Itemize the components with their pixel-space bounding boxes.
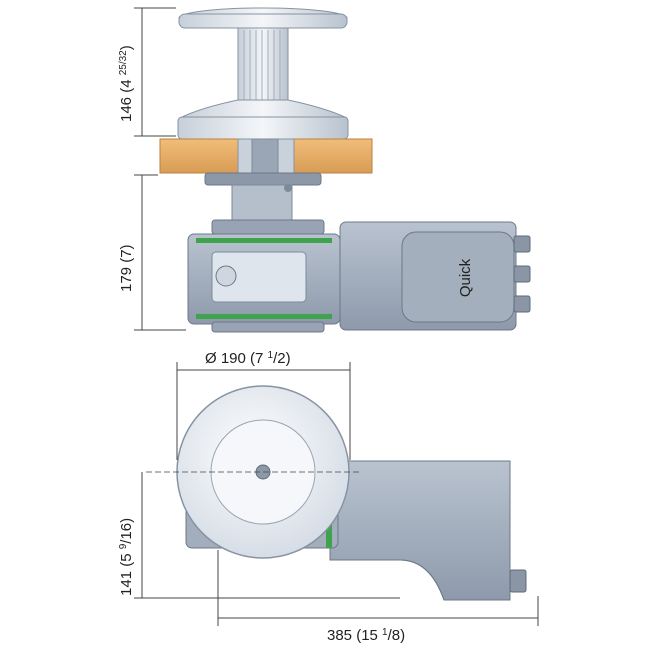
- dimension-lines: [134, 7, 539, 626]
- gearbox-top-plate: [211, 219, 325, 235]
- side-view: Quick: [159, 7, 531, 333]
- neck-bolt-icon: [284, 184, 292, 192]
- cable-gland-3: [513, 295, 531, 313]
- gearbox-neck: [231, 184, 293, 222]
- gearbox-bottom-plate: [211, 321, 325, 333]
- gearbox-green-seal-bottom: [196, 314, 332, 319]
- capstan-top-rim: [178, 13, 348, 29]
- deck-shaft-core: [251, 138, 279, 174]
- cable-gland-1: [513, 235, 531, 253]
- dim-length: 385 (15 1/8): [327, 627, 405, 644]
- dim-top-height: 146 (4 25/32): [118, 45, 135, 122]
- deck-wood-left: [159, 138, 239, 174]
- deck-wood-right: [293, 138, 373, 174]
- top-view: [146, 385, 527, 601]
- capstan-base-ring: [177, 116, 349, 140]
- cable-gland-2: [513, 265, 531, 283]
- capstan-ribs: [243, 30, 281, 104]
- gearbox-window: [211, 251, 307, 303]
- brand-logo: Quick: [457, 258, 474, 297]
- capstan-lower-flare: [179, 99, 348, 119]
- motor-cover-curve: [399, 559, 445, 601]
- motor-housing-top-view: [329, 460, 511, 601]
- gearbox-oil-plug: [215, 265, 237, 287]
- gearbox-flange: [204, 172, 322, 186]
- dim-side-height: 141 (5 9/16): [118, 518, 135, 596]
- cable-gland-top-view: [509, 569, 527, 593]
- dim-mid-height: 179 (7): [118, 244, 135, 292]
- gearbox-green-seal-top: [196, 238, 332, 243]
- cable-glands: [513, 235, 531, 313]
- dim-diameter: Ø 190 (7 1/2): [205, 350, 291, 367]
